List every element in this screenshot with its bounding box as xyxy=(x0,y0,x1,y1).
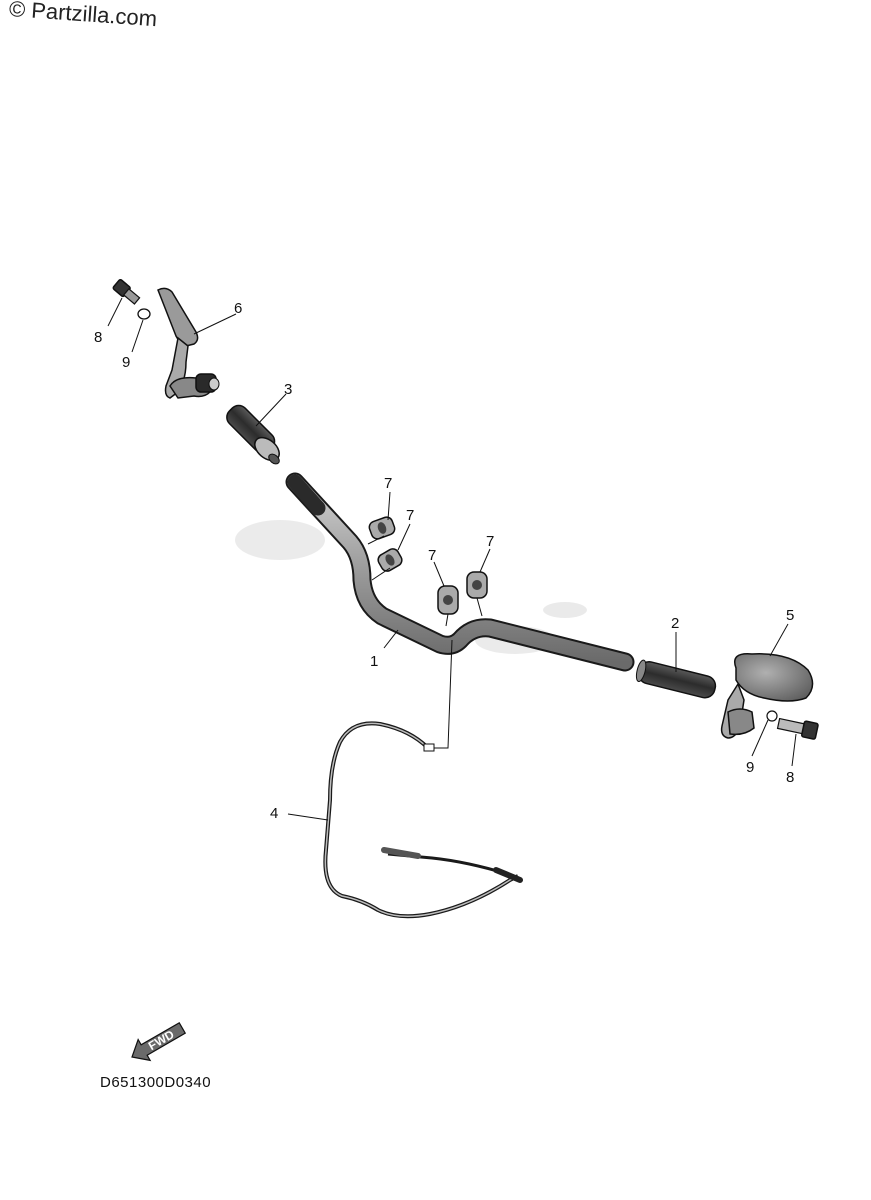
left-bolt-part-8 xyxy=(112,279,141,305)
right-mirror-part-5 xyxy=(720,653,814,739)
damper-part-7-c xyxy=(437,585,459,615)
handlebar-part-1 xyxy=(285,472,635,672)
callout-labels: 8 9 6 3 7 7 7 7 1 2 5 9 8 4 xyxy=(94,300,794,822)
callout-1: 1 xyxy=(370,653,378,670)
callout-7-b: 7 xyxy=(406,507,414,524)
right-grip-part-2 xyxy=(635,659,717,699)
callout-7-d: 7 xyxy=(486,533,494,550)
callout-7-c: 7 xyxy=(428,547,436,564)
left-grip-part-3 xyxy=(226,404,280,465)
callout-4: 4 xyxy=(270,805,278,822)
damper-part-7-b xyxy=(377,548,403,572)
callout-2: 2 xyxy=(671,615,679,632)
callout-8-left: 8 xyxy=(94,329,102,346)
callout-8-right: 8 xyxy=(786,769,794,786)
callout-5: 5 xyxy=(786,607,794,624)
right-bolt-part-8 xyxy=(776,717,819,740)
callout-9-left: 9 xyxy=(122,354,130,371)
left-washer-part-9 xyxy=(137,308,151,320)
callout-7-a: 7 xyxy=(384,475,392,492)
callout-9-right: 9 xyxy=(746,759,754,776)
callout-3: 3 xyxy=(284,381,292,398)
damper-part-7-a xyxy=(368,516,396,540)
leader-lines xyxy=(107,297,797,821)
right-washer-part-9 xyxy=(766,710,778,722)
damper-part-7-d xyxy=(466,571,488,599)
left-mirror-part-6 xyxy=(157,287,220,399)
fwd-arrow-icon: FWD xyxy=(131,1021,187,1062)
cable-part-4 xyxy=(323,721,523,919)
diagram-code: D651300D0340 xyxy=(100,1074,212,1091)
callout-6: 6 xyxy=(234,300,242,317)
